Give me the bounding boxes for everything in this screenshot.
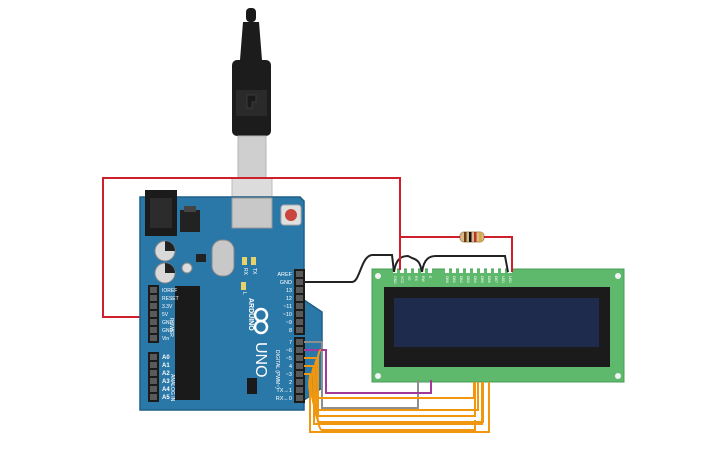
digital-pin-label: TX→1 [276,388,292,394]
analog-pin-label: A3 [162,379,170,385]
analog-header-title: ANALOG IN [169,374,175,402]
digital-pin-label: 2 [289,380,292,386]
led-label: L [241,292,247,295]
digital-pin-label: 13 [286,288,292,294]
lcd-pin-label: LED [508,276,512,283]
lcd-pin-label: E [428,276,432,279]
digital-pin-label: RX←0 [276,396,292,402]
wire-gnd-bus [421,255,509,273]
digital-pin-label: 8 [289,328,292,334]
wire-orange-d [314,349,476,431]
usb-plug-icon [231,8,273,225]
analog-pin-label: A0 [162,355,170,361]
lcd-pin-label: GND [393,276,397,284]
digital-pin-label: GND [280,280,292,286]
lcd-pin-label: DB6 [487,276,491,283]
power-pin-label: Vin [162,336,169,342]
digital-pin-label: 7 [289,340,292,346]
digital-pin-label: AREF [277,272,292,278]
lcd-16x2: GND VCC V0 RS RW E DB0 DB1 DB2 DB3 DB4 D… [371,267,625,383]
digital-pin-label: ~5 [286,356,292,362]
wire-gnd-loop [393,254,423,273]
lcd-pin-label: DB1 [452,276,456,283]
digital-header-title: DIGITAL (PWM~) [274,350,280,389]
lcd-pin-label: DB2 [459,276,463,283]
lcd-pin-label: DB4 [473,276,477,283]
power-pin-label: GND [162,328,174,334]
led-label: TX [251,268,257,275]
wire-5v [102,177,401,318]
wire-pin-6 [304,349,432,394]
lcd-pin-label: DB5 [480,276,484,283]
lcd-pin-label: DB3 [466,276,470,283]
arduino-uno-board: IOREF RESET 3.3V 5V GND GND Vin POWER A0… [139,190,323,411]
model-label: UNO [252,342,269,378]
power-pin-label: 5V [162,312,169,318]
brand-label: ARDUINO [247,298,254,331]
power-header-title: POWER [168,318,174,337]
lcd-screen [394,298,599,347]
lcd-pin-label: RS [414,276,418,282]
analog-pin-label: A1 [162,363,170,369]
wire-orange-c [312,357,484,423]
power-pin-label: 3.3V [162,304,173,310]
led-label: RX [242,268,248,276]
lcd-pin-label: RW [421,276,425,282]
analog-pin-label: A4 [162,387,170,393]
wire-gnd [304,254,395,283]
lcd-pin-label: DB0 [445,276,449,283]
lcd-pin-label: VCC [400,276,404,284]
digital-pin-label: ~9 [286,320,292,326]
wire-led-power [399,236,460,270]
wire-orange-b [310,365,479,411]
lcd-pin-label: DB7 [494,276,498,283]
digital-pin-label: 12 [286,296,292,302]
lcd-pin-label: LED [501,276,505,283]
wire-led-resistor [484,236,513,272]
analog-pin-label: A2 [162,371,170,377]
wire-pin-3 [304,373,490,433]
analog-pin-label: A5 [162,395,170,401]
power-pin-label: GND [162,320,174,326]
digital-pin-label: 4 [289,364,292,370]
digital-pin-label: ~6 [286,348,292,354]
lcd-pin-label: V0 [407,276,411,280]
power-pin-label: RESET [162,296,179,302]
power-pin-label: IOREF [162,288,177,294]
digital-pin-label: ~3 [286,372,292,378]
digital-pin-label: ~10 [283,312,292,318]
digital-pin-label: ~11 [283,304,292,310]
